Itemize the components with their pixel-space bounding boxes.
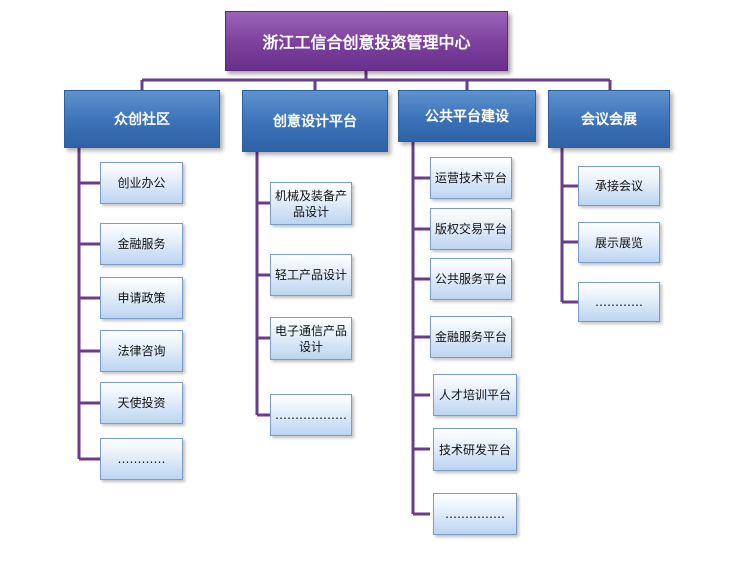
leaf-talent-training: 人才培训平台	[433, 374, 517, 416]
leaf-more-platform: ……………	[433, 493, 517, 535]
leaf-more-conference: …………	[578, 282, 660, 322]
leaf-electronics-design: 电子通信产品设计	[270, 317, 352, 360]
leaf-copyright-trading: 版权交易平台	[430, 208, 512, 250]
leaf-exhibition: 展示展览	[578, 222, 660, 263]
leaf-policy-application: 申请政策	[100, 277, 183, 319]
category-design-platform: 创意设计平台	[242, 90, 388, 152]
leaf-more-design: ………………	[270, 394, 352, 436]
leaf-light-industry-design: 轻工产品设计	[270, 254, 352, 296]
category-community: 众创社区	[64, 90, 220, 148]
leaf-tech-rnd: 技术研发平台	[433, 428, 517, 471]
leaf-public-services: 公共服务平台	[430, 258, 512, 300]
leaf-legal-consulting: 法律咨询	[100, 330, 183, 372]
leaf-more-community: …………	[100, 438, 183, 480]
category-public-platform: 公共平台建设	[398, 90, 536, 142]
leaf-financial-platform: 金融服务平台	[430, 316, 512, 358]
root-node: 浙江工信合创意投资管理中心	[225, 11, 508, 71]
leaf-machinery-design: 机械及装备产品设计	[270, 182, 352, 225]
leaf-angel-investment: 天使投资	[100, 382, 183, 424]
leaf-host-conference: 承接会议	[578, 166, 660, 206]
category-conference: 会议会展	[548, 90, 670, 148]
leaf-financial-services: 金融服务	[100, 223, 183, 265]
leaf-operations-tech: 运营技术平台	[430, 157, 512, 199]
leaf-startup-office: 创业办公	[100, 162, 183, 204]
